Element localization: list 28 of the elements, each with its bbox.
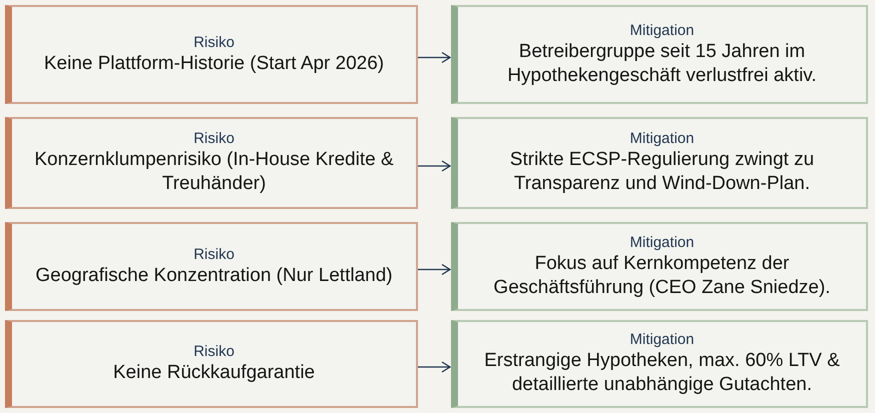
card-text: Konzernklumpenrisiko (In-House Kredite & Treuhänder): [33, 148, 395, 196]
card-text: Betreibergruppe seit 15 Jahren im Hypothekengeschäft verlustfrei aktiv.: [506, 40, 818, 88]
card-text: Strikte ECSP-Regulierung zwingt zu Transparenz und Wind-Down-Plan.: [508, 148, 816, 196]
mitigation-card: [451, 117, 868, 209]
arrow: [418, 52, 451, 64]
risk-card: [5, 117, 418, 209]
card-heading: Risiko: [194, 246, 234, 264]
mitigation-card: [451, 222, 868, 311]
card-text: Keine Plattform-Historie (Start Apr 2026): [44, 52, 384, 76]
card-heading: Risiko: [194, 343, 234, 361]
card-heading: Mitigation: [630, 130, 694, 148]
arrow: [418, 264, 451, 276]
arrow: [418, 160, 451, 172]
card-text: Geografische Konzentration (Nur Lettland): [36, 264, 392, 288]
risk-card: [5, 222, 418, 311]
risk-card: [5, 320, 418, 408]
card-heading: Mitigation: [630, 331, 694, 349]
card-heading: Mitigation: [630, 234, 694, 252]
card-heading: Mitigation: [630, 22, 694, 40]
risk-card: [5, 5, 418, 104]
mitigation-card: [451, 5, 868, 104]
card-text: Keine Rückkaufgarantie: [113, 361, 315, 385]
mitigation-card: [451, 320, 868, 408]
card-text: Fokus auf Kernkompetenz der Geschäftsführung (CEO Zane Sniedze).: [492, 252, 832, 300]
card-heading: Risiko: [194, 130, 234, 148]
card-heading: Risiko: [194, 34, 234, 52]
arrow: [418, 361, 451, 373]
card-text: Erstrangige Hypotheken, max. 60% LTV & detaillierte unabhängige Gutachten.: [483, 349, 841, 397]
